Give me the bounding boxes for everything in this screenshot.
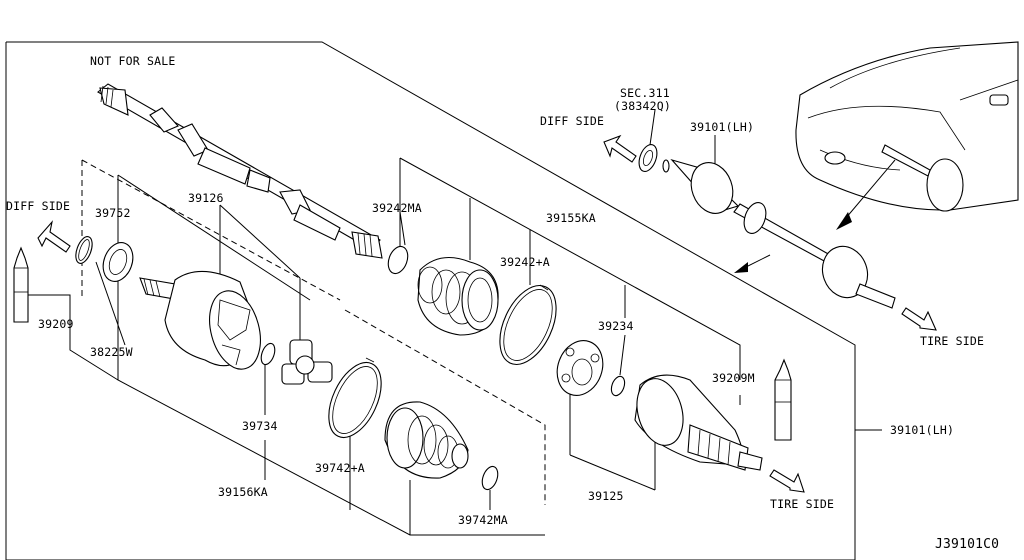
part-label-39126: 39126	[188, 191, 224, 205]
vehicle-illustration	[795, 41, 1019, 230]
grease-bottle-right	[774, 358, 792, 441]
boot-upper	[417, 256, 499, 336]
part-label-39101lh-top: 39101(LH)	[690, 120, 754, 134]
sec-311-label: SEC.311	[620, 86, 670, 100]
oil-seal	[102, 242, 134, 282]
part-label-39209m: 39209M	[712, 371, 755, 385]
driveshaft-assembly-preview	[638, 144, 896, 309]
diagram-id: J39101C0	[935, 537, 999, 552]
part-label-39242ma: 39242MA	[372, 201, 422, 215]
stopper-ring	[610, 375, 626, 397]
diff-side-arrow-left	[37, 220, 71, 253]
part-label-39156ka: 39156KA	[218, 485, 268, 499]
tire-side-label-bottom: TIRE SIDE	[770, 497, 834, 511]
outer-joint	[634, 374, 763, 471]
sec-311-ref-label: (38342Q)	[614, 99, 671, 113]
tire-side-arrow-bottom	[769, 469, 805, 493]
part-label-39125: 39125	[588, 489, 624, 503]
diff-side-label-top: DIFF SIDE	[540, 114, 604, 128]
tire-side-arrow-right	[901, 307, 937, 331]
circlip	[260, 342, 276, 366]
boot-band-large-upper	[499, 284, 557, 365]
tire-side-label-right: TIRE SIDE	[920, 334, 984, 348]
spider-joint	[281, 339, 333, 385]
part-label-39101lh-main: 39101(LH)	[890, 423, 954, 437]
part-label-39155ka: 39155KA	[546, 211, 596, 225]
not-for-sale-label: NOT FOR SALE	[90, 54, 175, 68]
part-label-39752: 39752	[95, 206, 131, 220]
part-label-39242a: 39242+A	[500, 255, 550, 269]
part-label-39734: 39734	[242, 419, 278, 433]
drive-shaft	[97, 83, 383, 259]
snap-ring-left	[75, 236, 93, 264]
boot-lower	[384, 401, 469, 479]
boot-band-small-lower	[481, 465, 499, 491]
direction-arrows	[37, 134, 937, 493]
part-label-39742ma: 39742MA	[458, 513, 508, 527]
diff-side-arrow-top	[603, 134, 637, 163]
assembly-frame	[5, 41, 856, 560]
ball-cage	[556, 340, 604, 396]
part-label-39234: 39234	[598, 319, 634, 333]
diff-side-label-left: DIFF SIDE	[6, 199, 70, 213]
part-label-39209: 39209	[38, 317, 74, 331]
part-label-39742a: 39742+A	[315, 461, 365, 475]
boot-band-large-lower	[328, 357, 382, 438]
boot-band-small-upper	[387, 245, 409, 275]
joint-housing	[139, 270, 261, 370]
grease-bottle-left	[13, 246, 29, 323]
part-label-38225w: 38225W	[90, 345, 133, 359]
